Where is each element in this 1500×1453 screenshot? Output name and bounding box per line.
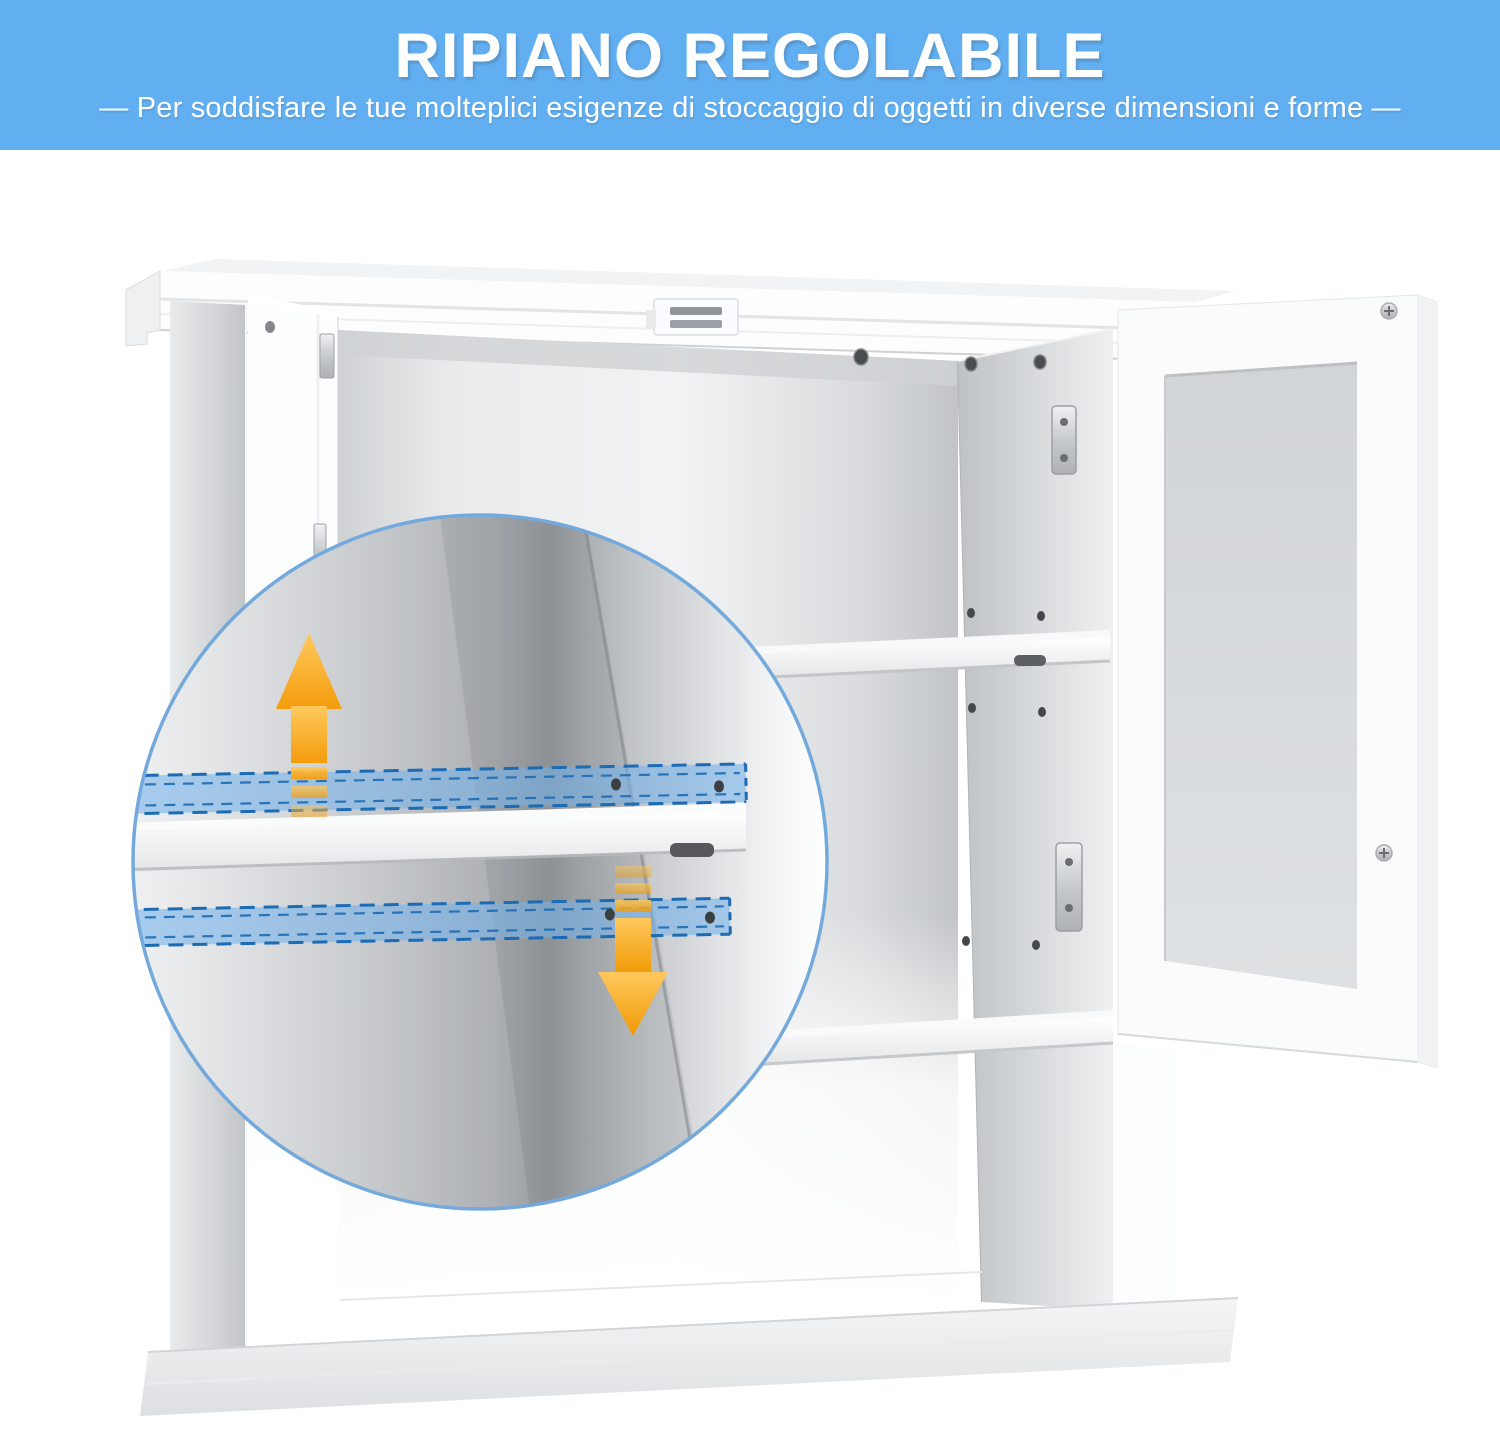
magnified-shelf xyxy=(133,803,747,872)
screws xyxy=(853,348,1047,372)
rail-pin-hole xyxy=(704,911,715,924)
magnifier-border xyxy=(131,513,829,1211)
magnetic-latch xyxy=(646,298,739,336)
upper-shelf xyxy=(749,630,1111,680)
rail-pin-hole xyxy=(604,908,615,921)
shelf-bracket xyxy=(1014,655,1046,666)
rail-pin-hole xyxy=(610,778,621,791)
screw xyxy=(265,321,275,333)
shelf-rail-highlight-upper xyxy=(133,762,748,816)
hinge-plates xyxy=(1051,405,1083,932)
rail-pin-hole xyxy=(714,780,725,793)
right-side-panel xyxy=(1113,1042,1174,1334)
banner-subtitle: — Per soddisfare le tue molteplici esige… xyxy=(99,91,1401,124)
door-recessed-panel xyxy=(1165,363,1357,989)
banner-title: RIPIANO REGOLABILE xyxy=(394,20,1106,91)
up-arrow-icon xyxy=(276,633,342,817)
left-door-hinge xyxy=(319,333,335,379)
magnified-corner-seam xyxy=(581,515,704,1209)
magnifier-circle xyxy=(131,513,829,1211)
door-screw xyxy=(1375,844,1393,862)
right-door xyxy=(1117,294,1438,1069)
door-screw xyxy=(1380,302,1398,320)
interior-right-wall xyxy=(957,328,1114,1310)
banner: RIPIANO REGOLABILE — Per soddisfare le t… xyxy=(0,0,1500,150)
down-arrow-icon xyxy=(598,866,668,1036)
bottom-compartment xyxy=(140,1042,1239,1416)
shelf-pin-holes xyxy=(962,608,1046,950)
shelf-bracket xyxy=(670,843,714,857)
lower-shelf xyxy=(749,1010,1114,1067)
